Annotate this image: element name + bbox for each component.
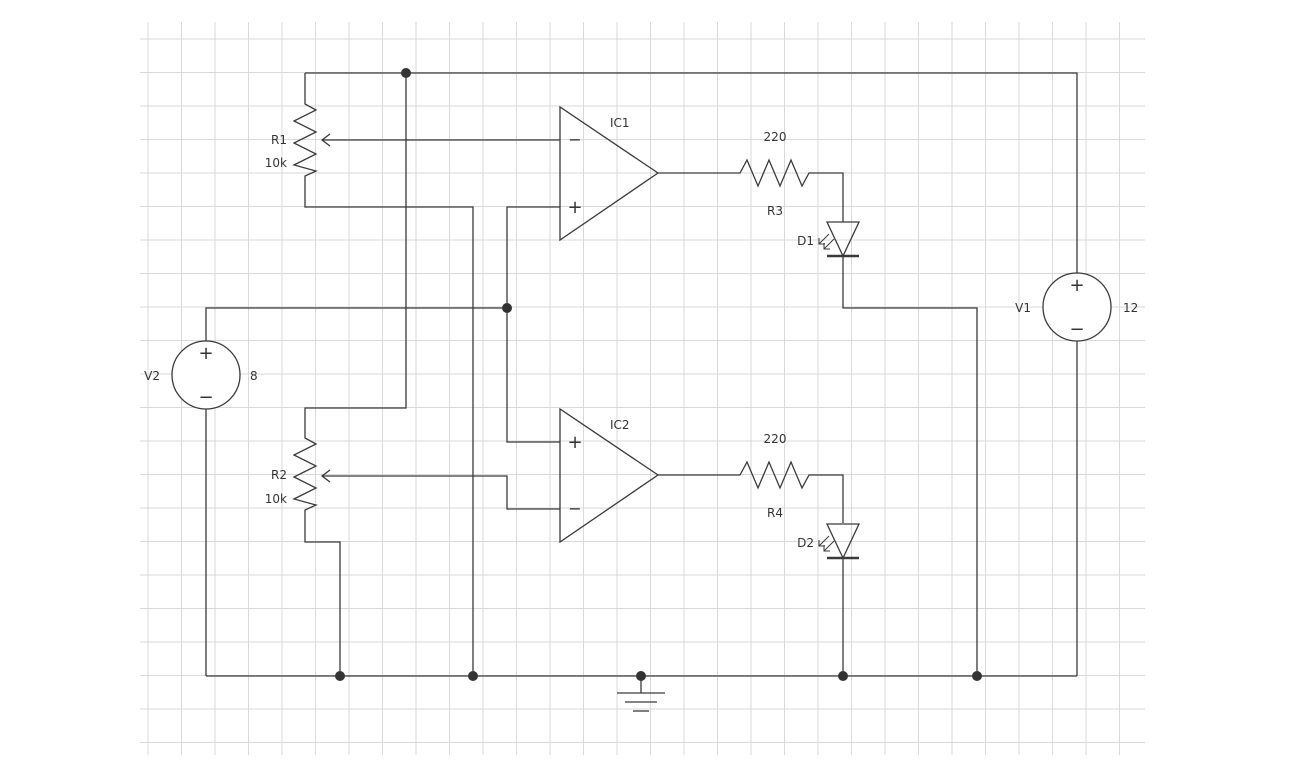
light-emission-arrows (818, 535, 835, 552)
wire (506, 206, 560, 443)
resistor-r3[interactable] (735, 158, 815, 188)
wire (322, 475, 560, 510)
resistor-r1[interactable] (292, 100, 331, 181)
labels: R1 10k R2 10k IC1 IC2 − + + − 220 R3 220… (144, 116, 1138, 550)
wire (304, 181, 474, 676)
r2-name-label: R2 (271, 468, 287, 482)
d1-name-label: D1 (797, 234, 814, 248)
d2-name-label: D2 (797, 536, 814, 550)
wire (304, 516, 341, 676)
wire (815, 474, 844, 523)
resistor-r4[interactable] (735, 460, 815, 490)
junction-dot (972, 671, 982, 681)
v2-minus-label: − (198, 387, 213, 408)
v1-minus-label: − (1069, 319, 1084, 340)
voltage-source-v1[interactable] (1042, 272, 1112, 342)
v1-plus-label: + (1069, 275, 1084, 296)
junction-dot (502, 303, 512, 313)
r1-name-label: R1 (271, 133, 287, 147)
diode-d2[interactable] (818, 523, 861, 560)
junction-dot (838, 671, 848, 681)
ic2-plus-label: + (567, 432, 582, 453)
r1-value-label: 10k (265, 156, 287, 170)
opamp-ic2[interactable] (559, 407, 660, 544)
resistor-r2[interactable] (292, 434, 331, 516)
opamp-ic1[interactable] (559, 105, 660, 242)
v2-plus-label: + (198, 343, 213, 364)
voltage-source-v2[interactable] (171, 340, 241, 410)
wire (205, 307, 507, 342)
ic1-minus-label: − (568, 130, 581, 149)
diode-d1[interactable] (818, 221, 861, 258)
r3-value-label: 220 (764, 130, 787, 144)
v1-value-label: 12 (1123, 301, 1138, 315)
wire (842, 256, 978, 676)
junction-dot (335, 671, 345, 681)
ic1-label: IC1 (610, 116, 630, 130)
wiper-arrow (320, 133, 331, 147)
junctions (335, 68, 982, 681)
wires (205, 72, 1078, 693)
r3-name-label: R3 (767, 204, 783, 218)
r2-value-label: 10k (265, 492, 287, 506)
wire (305, 72, 1078, 273)
ic2-label: IC2 (610, 418, 630, 432)
r4-name-label: R4 (767, 506, 783, 520)
wire (304, 73, 407, 434)
junction-dot (401, 68, 411, 78)
wire (815, 172, 844, 222)
junction-dot (468, 671, 478, 681)
junction-dot (636, 671, 646, 681)
v1-name-label: V1 (1015, 301, 1031, 315)
ground-symbol (617, 692, 665, 712)
wiper-arrow (320, 469, 331, 483)
ic1-plus-label: + (567, 197, 582, 218)
v2-name-label: V2 (144, 369, 160, 383)
light-emission-arrows (818, 233, 835, 250)
v2-value-label: 8 (250, 369, 258, 383)
grid (140, 22, 1145, 755)
r4-value-label: 220 (764, 432, 787, 446)
ic2-minus-label: − (568, 499, 581, 518)
